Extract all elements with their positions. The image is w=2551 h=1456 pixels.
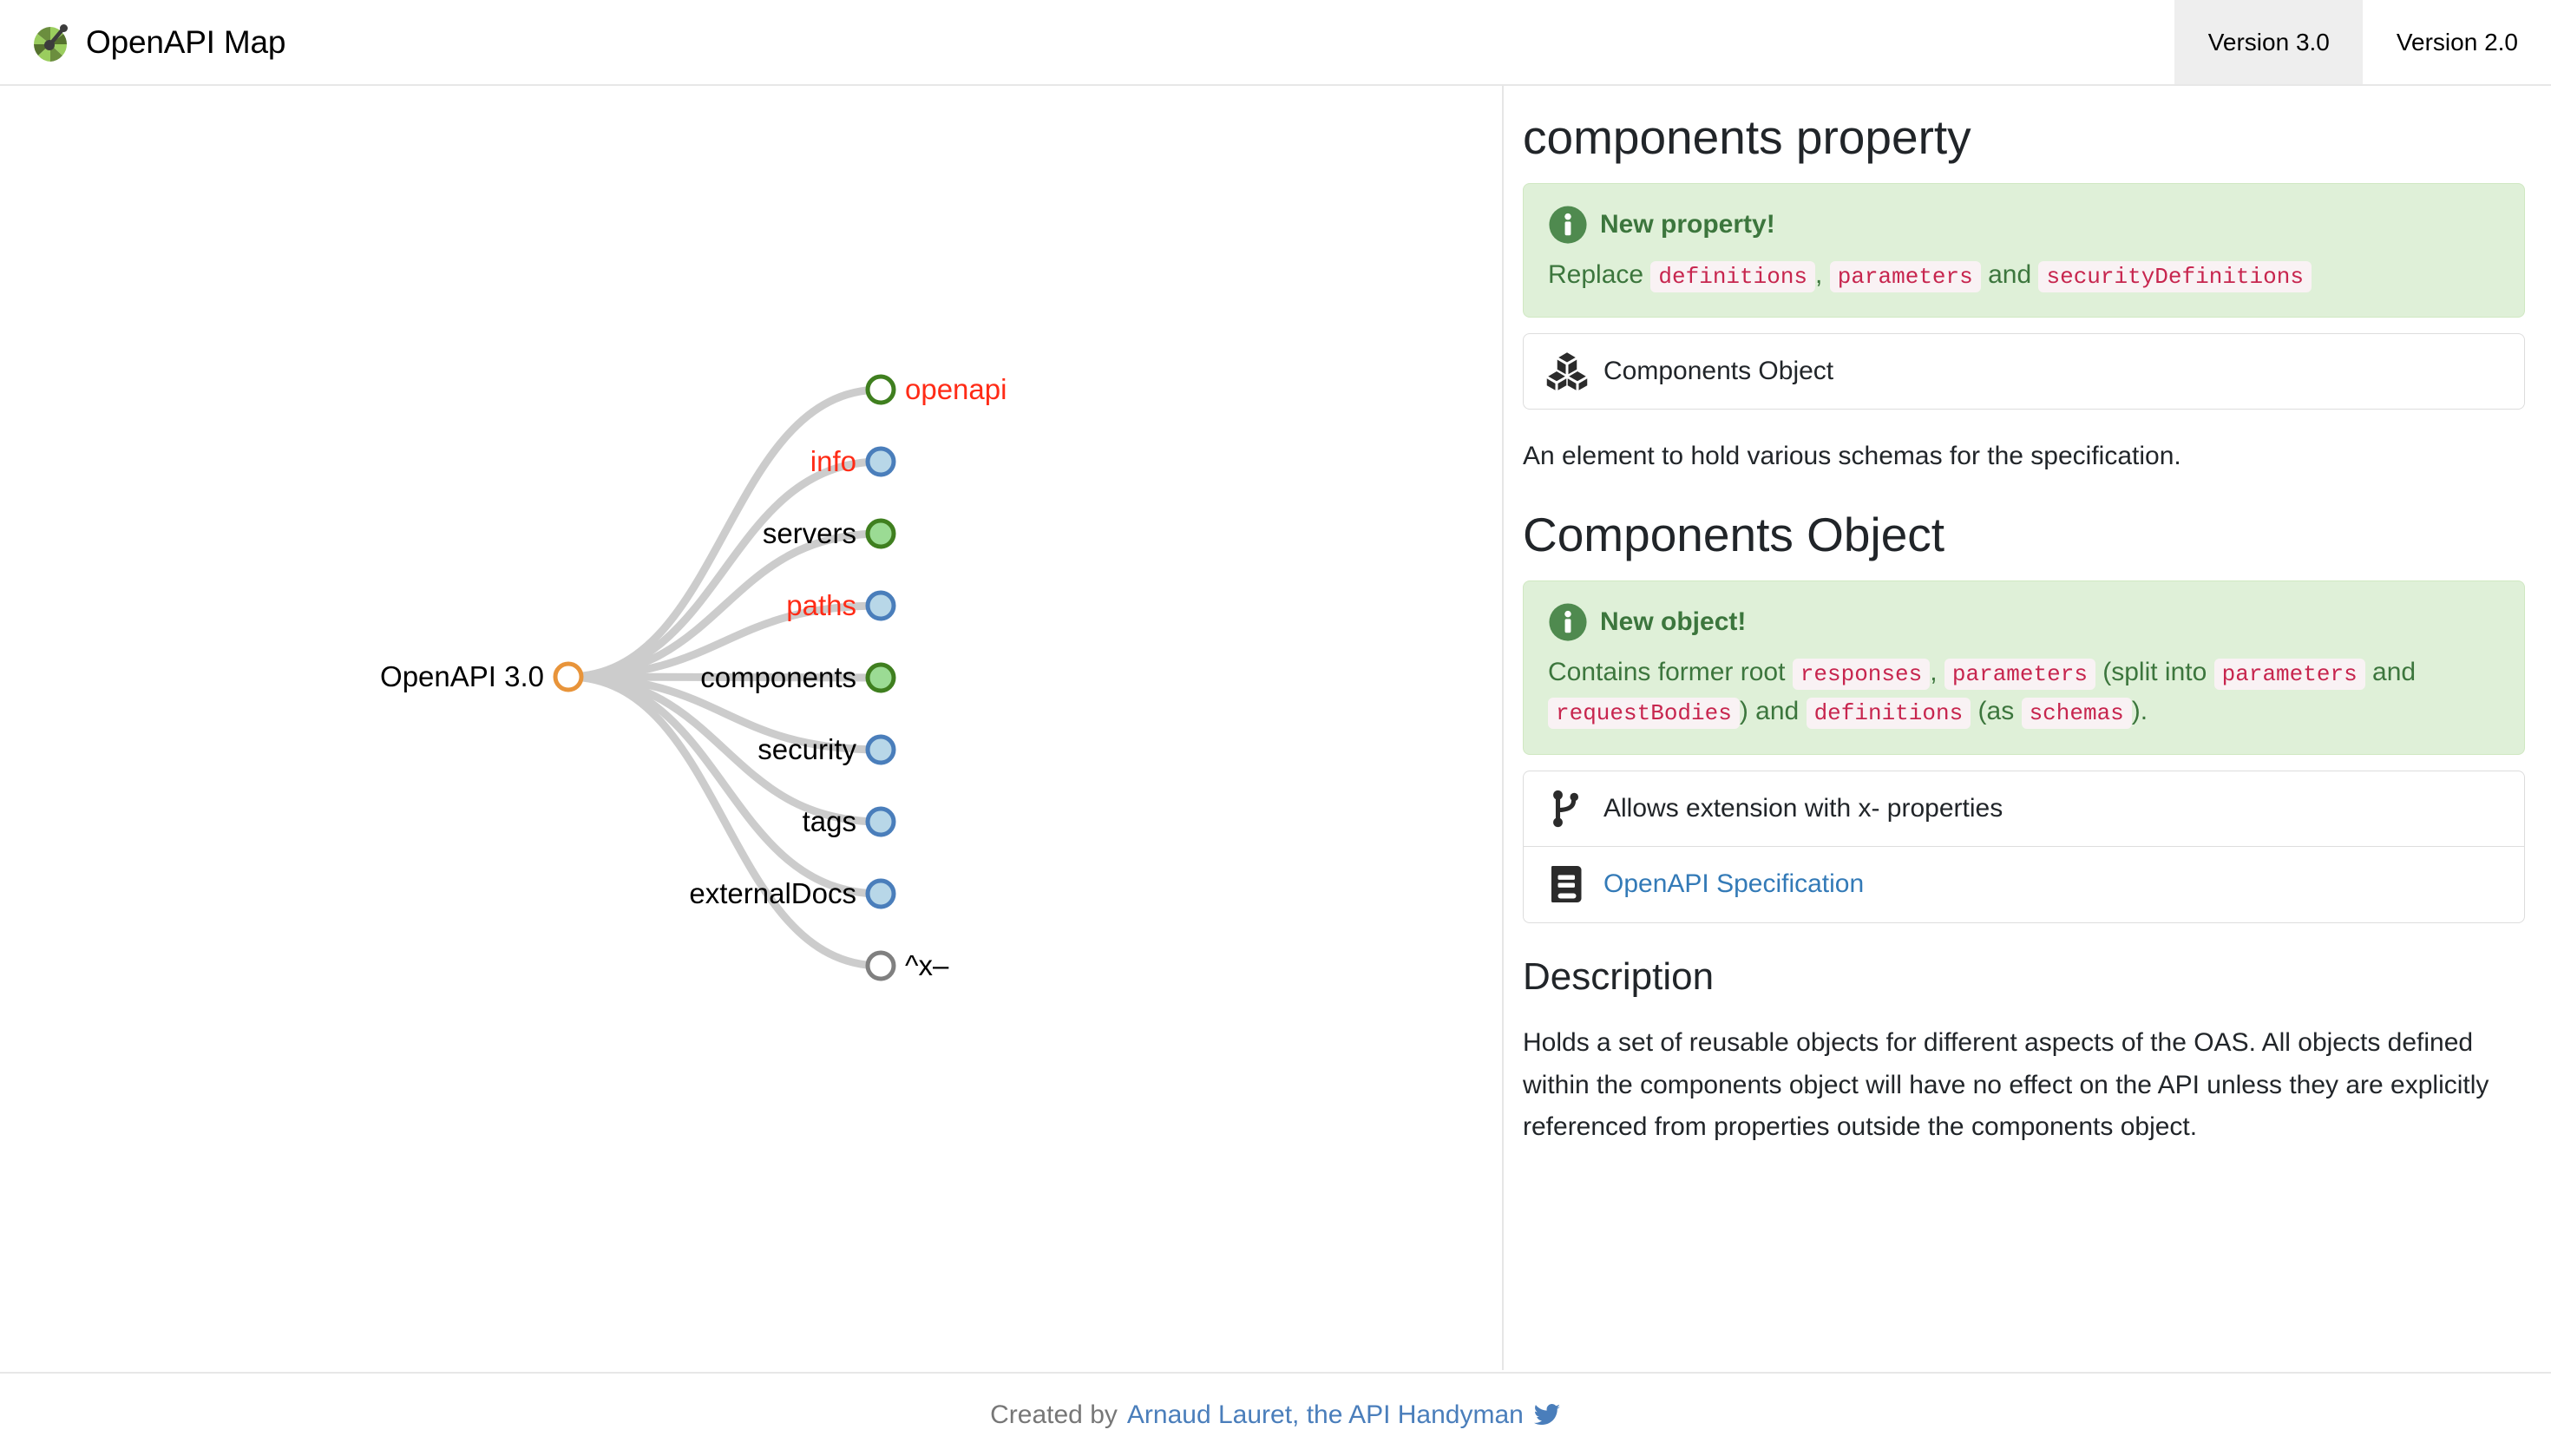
tree-node-tags[interactable]: tags xyxy=(803,805,896,837)
inline-code: parameters xyxy=(1829,260,1981,292)
footer-credit: Created by Arnaud Lauret, the API Handym… xyxy=(990,1400,1561,1430)
tree-node-circle[interactable] xyxy=(865,374,896,405)
tree-node-servers[interactable]: servers xyxy=(763,517,896,549)
inline-code: securityDefinitions xyxy=(2038,260,2312,292)
tree-node-circle[interactable] xyxy=(865,590,896,621)
book-icon xyxy=(1551,866,1582,903)
property-object-list: Components Object xyxy=(1523,333,2525,410)
inline-code: requestBodies xyxy=(1548,698,1740,730)
map-pane[interactable]: openapi info servers paths components securit… xyxy=(0,86,1504,1370)
tree-node-paths[interactable]: paths xyxy=(786,589,896,621)
tree-node-circle[interactable] xyxy=(865,446,896,477)
alert-body: Contains former root responses, paramete… xyxy=(1548,653,2500,731)
openapi-tree-diagram[interactable]: openapi info servers paths components securit… xyxy=(0,86,1504,1370)
tree-node-circle[interactable] xyxy=(865,662,896,693)
twitter-bird-icon[interactable] xyxy=(1533,1401,1561,1429)
detail-pane: components property New property! Replac… xyxy=(1505,86,2551,1370)
tree-node-label[interactable]: tags xyxy=(803,805,856,837)
info-circle-icon xyxy=(1549,603,1587,641)
cubes-icon xyxy=(1546,352,1588,390)
inline-code: definitions xyxy=(1806,698,1971,730)
inline-code: parameters xyxy=(2213,658,2365,690)
object-feature-list: Allows extension with x- properties Open… xyxy=(1523,770,2525,923)
section-title: Components Object xyxy=(1523,508,1945,562)
tab-version-2[interactable]: Version 2.0 xyxy=(2362,0,2551,84)
tree-node-circle[interactable] xyxy=(865,878,896,909)
inline-code: parameters xyxy=(1944,658,2095,690)
tree-node-info[interactable]: info xyxy=(810,445,896,477)
new-property-alert: New property! Replace definitions, param… xyxy=(1523,182,2525,318)
alert-heading-row: New property! xyxy=(1548,205,2500,245)
inline-code: responses xyxy=(1792,658,1931,690)
property-description: An element to hold various schemas for t… xyxy=(1523,442,2181,471)
tree-node-circle[interactable] xyxy=(865,734,896,765)
top-navbar: OpenAPI Map Version 3.0 Version 2.0 xyxy=(0,0,2551,86)
list-item-openapi-specification[interactable]: OpenAPI Specification xyxy=(1523,846,2525,923)
tree-node-label[interactable]: openapi xyxy=(905,373,1007,405)
list-item-components-object[interactable]: Components Object xyxy=(1523,333,2525,410)
tree-root-circle[interactable] xyxy=(553,661,584,692)
version-tabs: Version 3.0 Version 2.0 xyxy=(2174,0,2551,84)
alert-heading-row: New object! xyxy=(1548,602,2500,642)
alert-heading: New object! xyxy=(1600,607,1747,636)
description-title: Description xyxy=(1523,954,1715,998)
tree-nodes: openapi info servers paths components securit… xyxy=(380,373,1007,981)
footer-author-link[interactable]: Arnaud Lauret, the API Handyman xyxy=(1126,1400,1524,1429)
tree-node-label[interactable]: components xyxy=(700,661,856,693)
info-circle-icon xyxy=(1549,205,1587,244)
brand[interactable]: OpenAPI Map xyxy=(0,0,285,84)
description-body: Holds a set of reusable objects for diff… xyxy=(1523,1028,2489,1142)
footer-prefix: Created by xyxy=(990,1400,1118,1429)
tree-node-label[interactable]: paths xyxy=(786,589,856,621)
tree-node-x[interactable]: ^x– xyxy=(865,949,949,981)
git-branch-icon xyxy=(1553,790,1579,827)
list-item-link[interactable]: OpenAPI Specification xyxy=(1603,869,1865,899)
tree-node-circle[interactable] xyxy=(865,518,896,549)
tree-node-components[interactable]: components xyxy=(700,661,896,693)
tree-root-label[interactable]: OpenAPI 3.0 xyxy=(380,660,544,692)
tree-node-label[interactable]: servers xyxy=(763,517,856,549)
new-object-alert: New object! Contains former root respons… xyxy=(1523,580,2525,755)
list-item-x-extension[interactable]: Allows extension with x- properties xyxy=(1523,770,2525,847)
tree-node-circle[interactable] xyxy=(865,806,896,837)
content-area: openapi info servers paths components securit… xyxy=(0,86,2551,1370)
tree-link xyxy=(564,672,885,970)
tree-node-openapi[interactable]: openapi xyxy=(865,373,1007,405)
list-item-label: Allows extension with x- properties xyxy=(1603,793,2003,823)
footer: Created by Arnaud Lauret, the API Handym… xyxy=(0,1372,2551,1456)
tree-links xyxy=(564,385,885,970)
tree-node-security[interactable]: security xyxy=(757,733,896,765)
tree-node-circle[interactable] xyxy=(865,950,896,981)
tree-node-label[interactable]: info xyxy=(810,445,856,477)
tree-node-label[interactable]: security xyxy=(757,733,856,765)
tree-node-label[interactable]: externalDocs xyxy=(689,877,856,909)
brand-title: OpenAPI Map xyxy=(86,24,286,60)
inline-code: definitions xyxy=(1650,260,1816,292)
page-title: components property xyxy=(1523,110,1971,164)
alert-body: Replace definitions, parameters and secu… xyxy=(1548,255,2500,295)
tree-node-label[interactable]: ^x– xyxy=(905,949,949,981)
alert-heading: New property! xyxy=(1600,209,1775,239)
tab-version-3[interactable]: Version 3.0 xyxy=(2174,0,2363,84)
tree-node-externalDocs[interactable]: externalDocs xyxy=(689,877,896,909)
inline-code: schemas xyxy=(2021,698,2132,730)
list-item-label: Components Object xyxy=(1603,357,1834,386)
openapi-map-gauge-logo xyxy=(34,23,68,62)
tree-root-node[interactable]: OpenAPI 3.0 xyxy=(380,660,584,692)
